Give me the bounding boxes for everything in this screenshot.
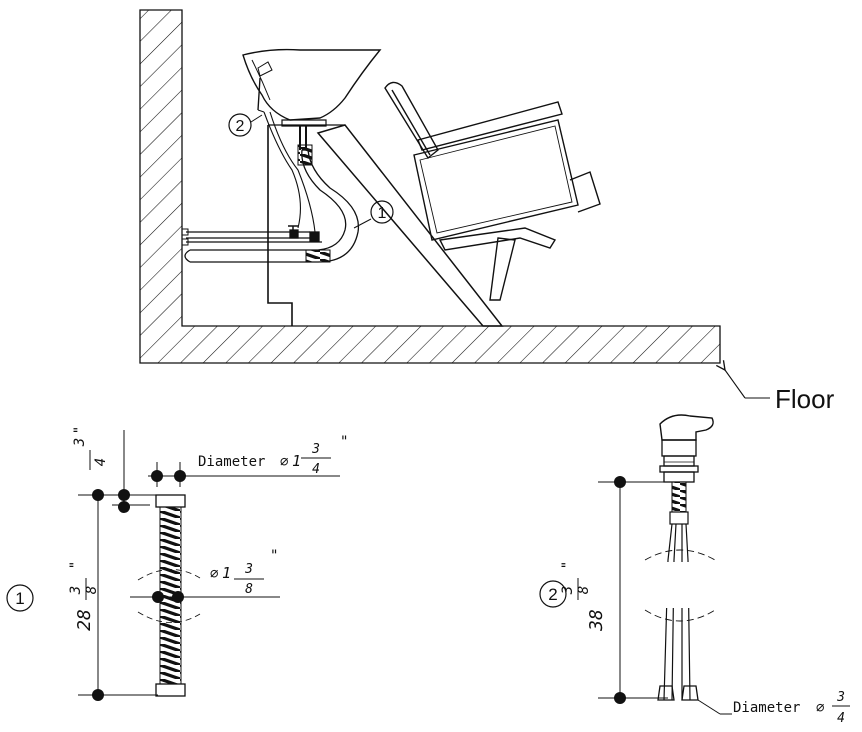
callout-2-top (228, 113, 263, 137)
hose-outer-diameter-whole: 1 (292, 452, 301, 470)
hose-outer-diameter-symbol: ⌀ (280, 454, 289, 470)
supply-lines (181, 109, 322, 246)
hose-detail (6, 430, 340, 701)
hose-inner-diameter-den: 8 (245, 582, 253, 597)
hose-inner-diameter-symbol: ⌀ (210, 566, 219, 582)
salon-chair (384, 81, 601, 301)
faucet-length-unit: " (560, 561, 576, 569)
hose-outer-diameter-den: 4 (312, 462, 320, 477)
hose-inner-diameter-whole: 1 (222, 564, 231, 582)
floor-leader (725, 370, 770, 399)
callout-1-label: 1 (15, 589, 24, 608)
callout-1-top (353, 200, 394, 229)
diagonal-support (316, 124, 504, 327)
drain-hose (184, 144, 360, 263)
faucet-diameter-den: 4 (837, 711, 845, 726)
hose-inner-diameter-unit: " (270, 548, 278, 564)
faucet-detail (539, 414, 850, 715)
hose-outer-diameter-num: 3 (311, 442, 320, 457)
cabinet-outline (267, 125, 293, 326)
hose-inner-diameter-num: 3 (244, 562, 253, 577)
floor-label: Floor (775, 384, 835, 414)
hose-length-num: 3 (68, 586, 84, 595)
installation-view (139, 9, 770, 399)
wash-basin (242, 48, 382, 150)
callout-1-circle (6, 584, 34, 612)
hose-end-unit: " (72, 426, 88, 434)
faucet-length-den: 8 (576, 586, 592, 594)
faucet-diameter-num: 3 (836, 690, 845, 705)
faucet-length-whole: 38 (586, 609, 607, 632)
hose-outer-diameter-unit: " (340, 434, 348, 450)
wall-and-floor (139, 9, 721, 364)
hose-end-num: 3 (72, 438, 88, 447)
callout-2-label: 2 (548, 585, 557, 604)
callout-2-circle (539, 580, 567, 608)
faucet-diameter-text: Diameter (733, 700, 800, 716)
hose-length-den: 8 (84, 586, 100, 594)
hose-length-whole: 28 (74, 609, 95, 631)
callout-1-top-label: 1 (378, 205, 387, 222)
faucet-length-num: 3 (560, 586, 576, 595)
faucet-lever (659, 414, 714, 441)
hose-end-den: 4 (93, 458, 109, 466)
hose-outer-diameter-text: Diameter (198, 454, 265, 470)
callout-2-top-label: 2 (236, 118, 245, 135)
faucet-diameter-symbol: ⌀ (816, 700, 825, 716)
hose-length-unit: " (68, 561, 84, 569)
